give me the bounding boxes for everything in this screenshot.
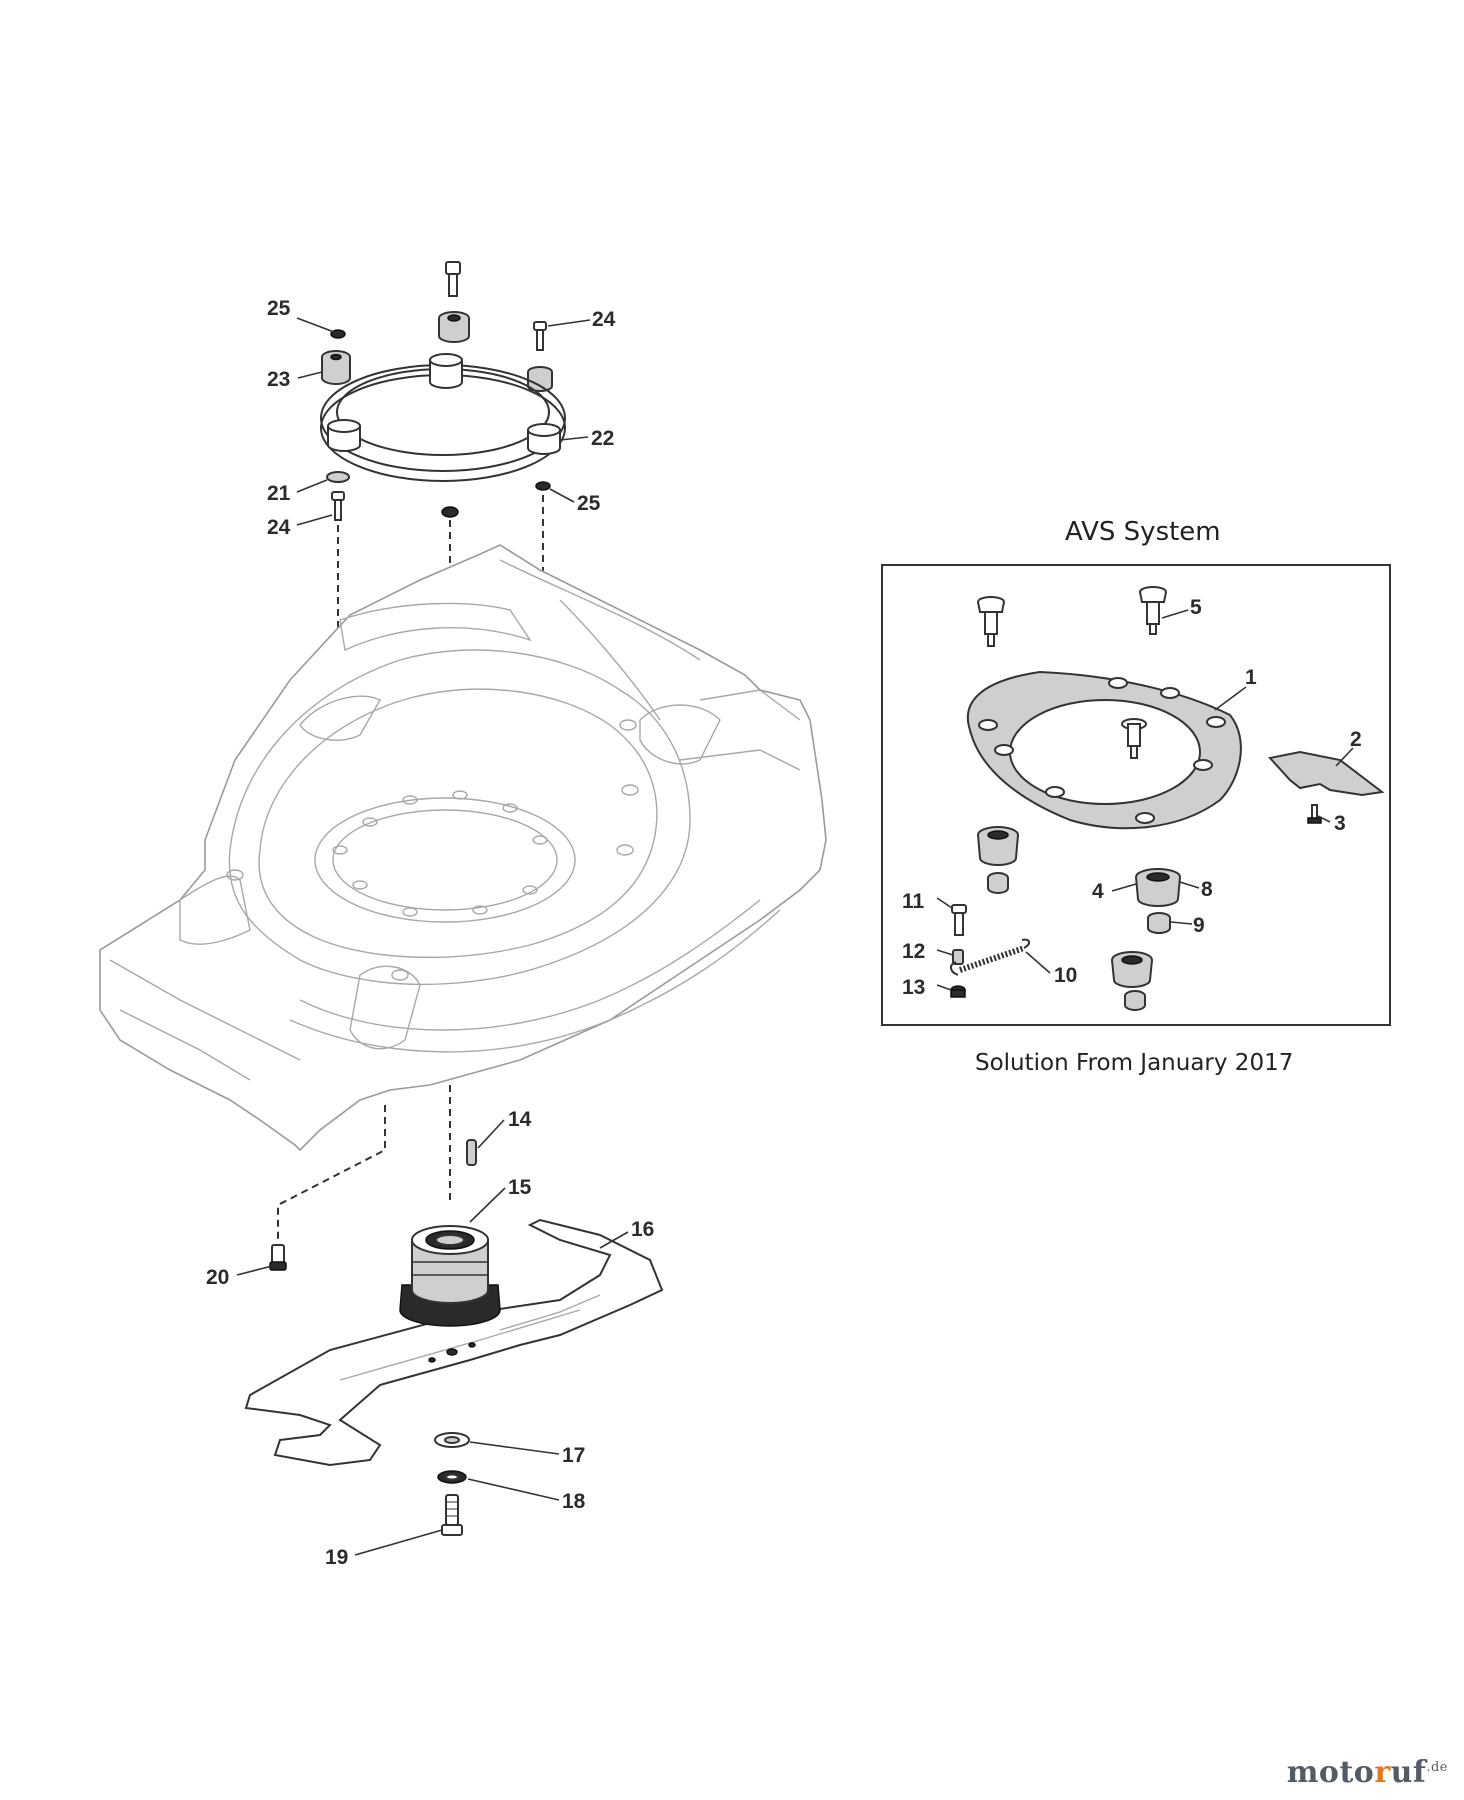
avs-damper-8 — [1135, 868, 1181, 907]
callout-14: 14 — [508, 1108, 532, 1131]
callout-10: 10 — [1054, 964, 1077, 987]
callout-1: 1 — [1245, 666, 1257, 689]
callout-19: 19 — [325, 1546, 348, 1569]
deck-holes — [226, 719, 639, 981]
callout-16: 16 — [631, 1218, 654, 1241]
mower-deck — [99, 544, 827, 1152]
callout-11: 11 — [902, 890, 925, 913]
avs-nut-13 — [950, 985, 966, 998]
avs-damper-right — [1111, 951, 1153, 1011]
blade-16 — [244, 1218, 664, 1467]
bolt-20 — [269, 1244, 287, 1271]
callout-24-lower: 24 — [267, 516, 291, 539]
bolt-19 — [441, 1494, 463, 1536]
callout-24-upper: 24 — [592, 308, 616, 331]
inset-leaders — [936, 609, 1354, 991]
callout-8: 8 — [1201, 878, 1213, 901]
callout-13: 13 — [902, 976, 925, 999]
bolt-24-left — [331, 491, 345, 521]
callout-25-upper: 25 — [267, 297, 291, 320]
callout-25-lower: 25 — [577, 492, 601, 515]
avs-plate-1 — [966, 670, 1242, 830]
avs-spacer-12 — [952, 949, 964, 965]
blade-assembly — [244, 1139, 664, 1536]
avs-bolt-11 — [951, 904, 967, 936]
ring-top-bolt — [445, 261, 461, 297]
main-callouts: 25 23 24 22 21 24 25 14 15 16 20 17 18 1… — [206, 297, 654, 1569]
avs-spring-10 — [950, 938, 1030, 976]
mounting-ring-assembly — [320, 261, 566, 521]
inset-caption: Solution From January 2017 — [975, 1050, 1293, 1076]
assembly-lines-lower — [277, 1085, 451, 1240]
inset-title: AVS System — [1065, 517, 1221, 547]
avs-pin-left — [977, 596, 1005, 647]
callout-15: 15 — [508, 1176, 532, 1199]
nut-center — [441, 506, 459, 518]
callout-12: 12 — [902, 940, 925, 963]
callout-18: 18 — [562, 1490, 586, 1513]
key-14 — [466, 1139, 477, 1166]
blade-adapter-15 — [399, 1225, 501, 1327]
avs-screw-3 — [1307, 804, 1322, 824]
washer-25-left — [330, 329, 346, 339]
callout-22: 22 — [591, 427, 614, 450]
callout-20: 20 — [206, 1266, 229, 1289]
watermark-tld: .de — [1426, 1760, 1448, 1775]
ring-22 — [320, 353, 566, 482]
callout-9: 9 — [1193, 914, 1205, 937]
main-leaders — [236, 317, 629, 1556]
watermark-part2: uf — [1390, 1755, 1427, 1790]
watermark-accent: r — [1374, 1755, 1391, 1790]
watermark-logo: motoruf.de — [1287, 1755, 1448, 1790]
callout-17: 17 — [562, 1444, 585, 1467]
ring-top-spacer — [438, 311, 470, 343]
callout-21: 21 — [267, 482, 291, 505]
callout-3: 3 — [1334, 812, 1346, 835]
washer-18 — [437, 1470, 467, 1484]
avs-damper-left — [977, 826, 1019, 894]
callout-4: 4 — [1092, 880, 1104, 903]
callout-23: 23 — [267, 368, 290, 391]
callout-5: 5 — [1190, 596, 1202, 619]
washer-25-right — [535, 481, 551, 491]
watermark-part1: moto — [1286, 1755, 1375, 1790]
avs-pin-right — [1139, 586, 1167, 635]
washer-17 — [434, 1432, 470, 1448]
avs-nut-9 — [1147, 912, 1171, 934]
avs-inset: AVS System — [881, 517, 1391, 1076]
bolt-24-right — [533, 321, 547, 351]
avs-bracket-2 — [1268, 750, 1385, 797]
spacer-23 — [321, 350, 351, 385]
washer-21 — [326, 471, 350, 483]
callout-2: 2 — [1350, 728, 1362, 751]
